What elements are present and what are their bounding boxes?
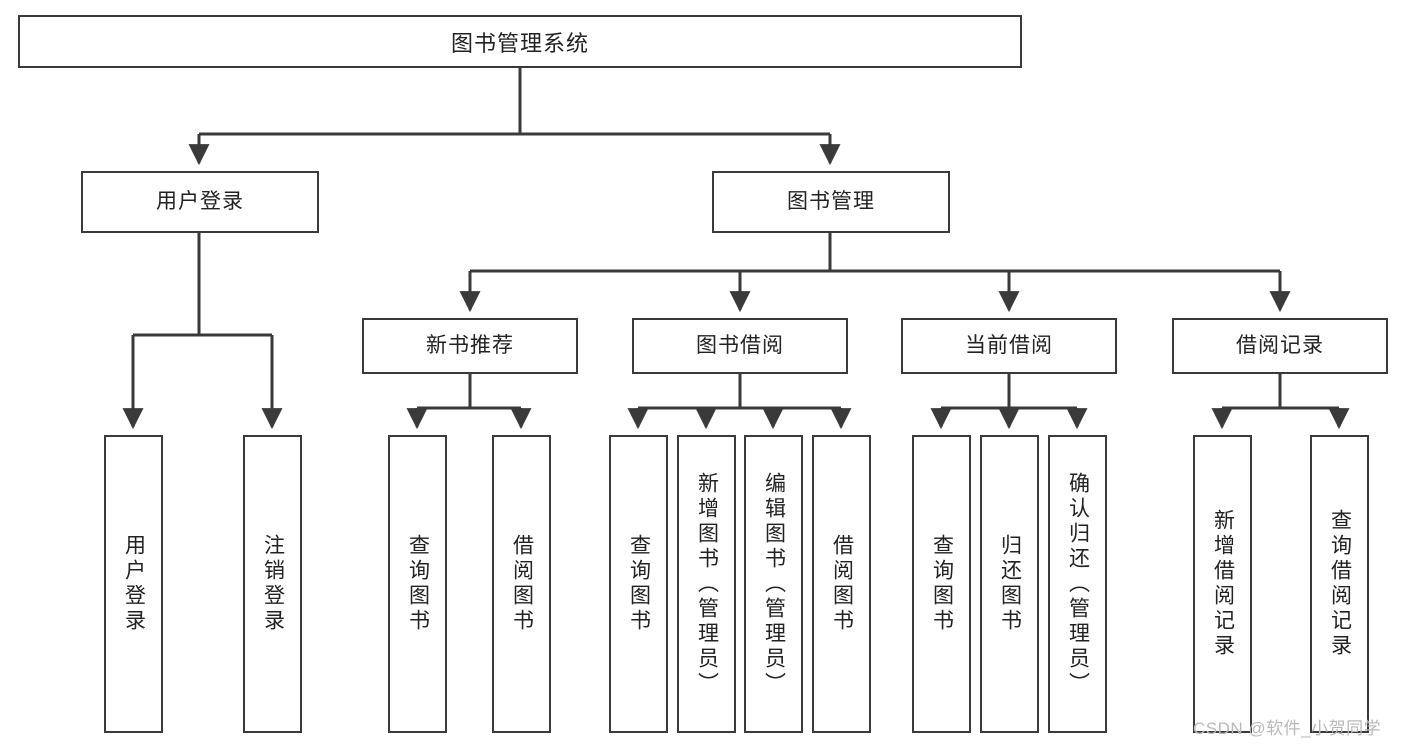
node-label: 编辑图书（管理员） bbox=[762, 471, 786, 697]
node-label: 新书推荐 bbox=[426, 334, 514, 358]
node-label: 新增图书（管理员） bbox=[695, 471, 719, 697]
node-root-system[interactable]: 图书管理系统 bbox=[18, 15, 1022, 68]
node-label: 新增借阅记录 bbox=[1211, 509, 1235, 659]
leaf-borrow-book[interactable]: 借阅图书 bbox=[812, 435, 871, 733]
node-user-login[interactable]: 用户登录 bbox=[81, 171, 319, 233]
leaf-add-borrow-record[interactable]: 新增借阅记录 bbox=[1193, 435, 1252, 733]
node-label: 借阅图书 bbox=[510, 534, 534, 634]
node-label: 用户登录 bbox=[122, 534, 146, 634]
leaf-confirm-return-admin[interactable]: 确认归还（管理员） bbox=[1048, 435, 1107, 733]
node-label: 图书借阅 bbox=[696, 334, 784, 358]
node-label: 归还图书 bbox=[998, 534, 1022, 634]
node-label: 查询借阅记录 bbox=[1328, 509, 1352, 659]
node-current-borrow[interactable]: 当前借阅 bbox=[901, 318, 1117, 374]
leaf-query-borrow-record[interactable]: 查询借阅记录 bbox=[1310, 435, 1369, 733]
node-book-management[interactable]: 图书管理 bbox=[712, 171, 950, 233]
leaf-logout[interactable]: 注销登录 bbox=[243, 435, 302, 733]
watermark-text: CSDN @软件_小贺同学 bbox=[1193, 719, 1382, 738]
node-label: 用户登录 bbox=[156, 190, 244, 214]
leaf-borrow-book-recommend[interactable]: 借阅图书 bbox=[492, 435, 551, 733]
leaf-edit-book-admin[interactable]: 编辑图书（管理员） bbox=[744, 435, 803, 733]
leaf-return-book[interactable]: 归还图书 bbox=[980, 435, 1039, 733]
node-label: 当前借阅 bbox=[965, 334, 1053, 358]
node-label: 图书管理系统 bbox=[450, 30, 589, 56]
node-label: 注销登录 bbox=[261, 534, 285, 634]
leaf-user-login[interactable]: 用户登录 bbox=[104, 435, 163, 733]
leaf-query-book-recommend[interactable]: 查询图书 bbox=[388, 435, 447, 733]
node-label: 查询图书 bbox=[627, 534, 651, 634]
leaf-query-book-borrow[interactable]: 查询图书 bbox=[609, 435, 668, 733]
node-new-book-recommend[interactable]: 新书推荐 bbox=[362, 318, 578, 374]
node-label: 借阅图书 bbox=[830, 534, 854, 634]
node-book-borrow[interactable]: 图书借阅 bbox=[632, 318, 848, 374]
leaf-query-book-current[interactable]: 查询图书 bbox=[912, 435, 971, 733]
node-label: 图书管理 bbox=[787, 190, 875, 214]
node-label: 查询图书 bbox=[930, 534, 954, 634]
node-label: 查询图书 bbox=[406, 534, 430, 634]
node-borrow-record[interactable]: 借阅记录 bbox=[1172, 318, 1388, 374]
leaf-add-book-admin[interactable]: 新增图书（管理员） bbox=[677, 435, 736, 733]
node-label: 借阅记录 bbox=[1236, 334, 1324, 358]
node-label: 确认归还（管理员） bbox=[1066, 471, 1090, 697]
